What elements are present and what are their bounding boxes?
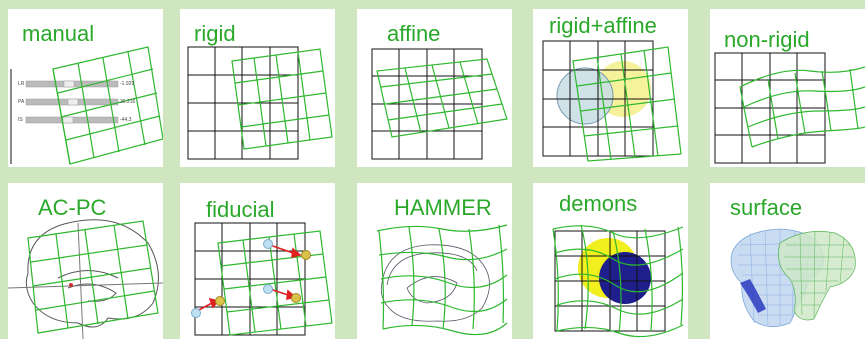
- tile-label: fiducial: [206, 197, 274, 223]
- tile-label: non-rigid: [724, 27, 810, 53]
- ac-marker-icon: [69, 283, 73, 287]
- manual-slider-panel: [26, 81, 118, 123]
- tile-non-rigid: non-rigid: [710, 9, 865, 167]
- axis-value: -44.3: [120, 117, 131, 123]
- tile-label: rigid: [194, 21, 236, 47]
- axis-label: LR: [18, 81, 24, 87]
- navy-blob-icon: [599, 252, 651, 304]
- tile-ac-pc: AC-PC: [8, 183, 163, 339]
- tile-label: manual: [22, 21, 94, 47]
- tile-fiducial: fiducial: [180, 183, 335, 339]
- tile-demons: demons: [533, 183, 688, 339]
- tile-label: HAMMER: [394, 195, 492, 221]
- tile-rigid: rigid: [180, 9, 335, 167]
- tile-label: demons: [559, 191, 637, 217]
- tile-label: AC-PC: [38, 195, 106, 221]
- tile-label: surface: [730, 195, 802, 221]
- tile-hammer: HAMMER: [357, 183, 512, 339]
- axis-label: PA: [18, 99, 24, 105]
- tile-affine: affine: [357, 9, 512, 167]
- tile-label: affine: [387, 21, 440, 47]
- tile-label: rigid+affine: [549, 13, 657, 39]
- axis-value: 36.216: [120, 99, 135, 105]
- tile-rigid-affine: rigid+affine: [533, 9, 688, 167]
- axis-value: -1.929: [120, 81, 134, 87]
- tile-manual: manual LR PA IS -1.929 36.216 -44.3: [8, 9, 163, 167]
- axis-label: IS: [18, 117, 23, 123]
- tile-surface: surface: [710, 183, 865, 339]
